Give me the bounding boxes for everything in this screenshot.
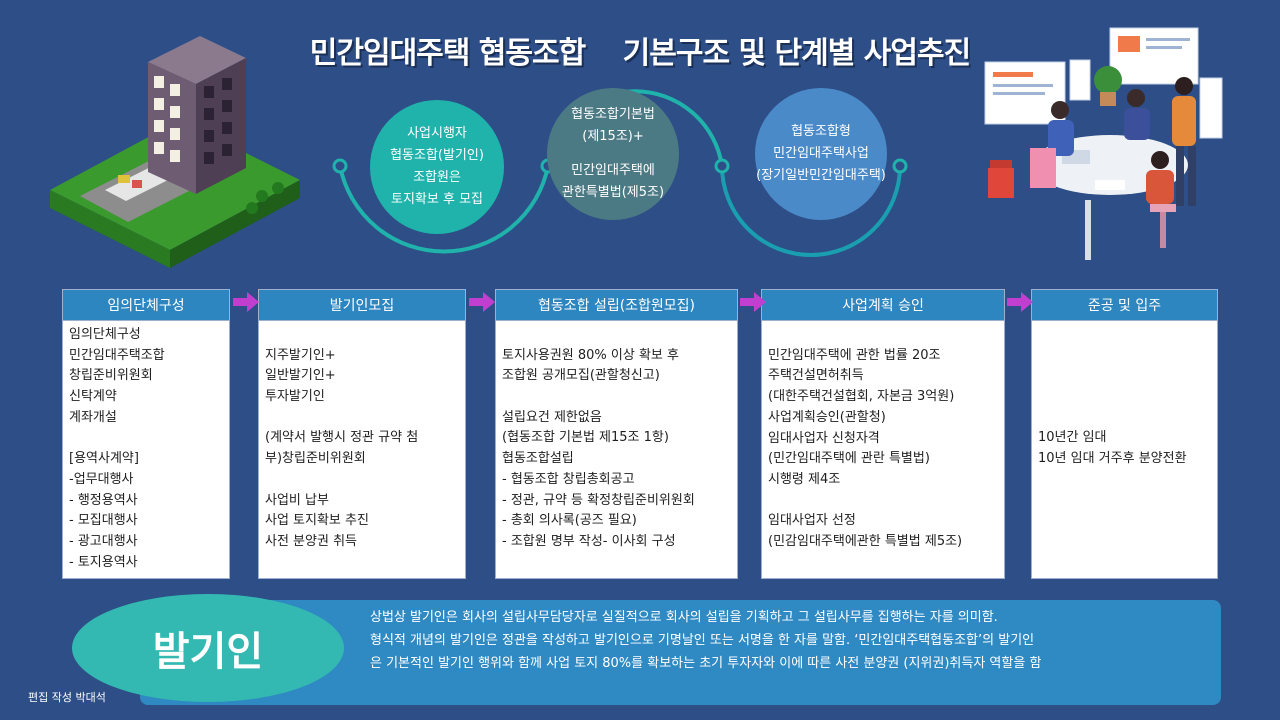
stage-line: 10년 임대 거주후 분양전환 [1038, 451, 1187, 467]
building-illustration [50, 36, 300, 268]
stage-line: [용역사계약] [69, 451, 139, 467]
stage-line [768, 491, 998, 512]
stage-line: 사업계획승인(관할청) [768, 409, 886, 425]
title-part-1: 민간임대주택 협동조합 [309, 36, 586, 71]
circle-line: 민간임대주택사업 [773, 146, 869, 161]
stage-line: 임의단체구성 [69, 327, 141, 342]
stage-line: 10년간 임대 [1038, 430, 1107, 446]
stage-line [1038, 325, 1211, 346]
decorative-illustrations [50, 27, 1223, 268]
circle-line: 민간임대주택에 [571, 163, 655, 178]
stage-line: 설립요건 제한없음 [502, 409, 602, 425]
stage-line: - 모집대행사 [69, 513, 138, 529]
stage-line: - 조합원 명부 작성- 이사회 구성 [502, 534, 676, 549]
circle-line: 협동조합기본법 [571, 107, 655, 122]
stage-line: 계좌개설 [69, 409, 117, 425]
stage-header: 협동조합 설립(조합원모집) [496, 290, 737, 321]
stage-line [265, 325, 459, 346]
stage-line: 창립준비위원회 [69, 368, 153, 384]
stage-line: (계약서 발행시 정관 규약 첨 [265, 430, 419, 446]
stage-body: 10년간 임대 10년 임대 거주후 분양전환 [1032, 321, 1217, 474]
circle-line: 조합원은 [413, 170, 461, 185]
stage-line [768, 325, 998, 346]
stage-line: 임대사업자 신청자격 [768, 430, 880, 446]
stage-line: 투자발기인 [265, 389, 325, 405]
stage-line [69, 429, 223, 450]
stage-line: 사업비 납부 [265, 492, 329, 508]
stage-line: 사업 토지확보 추진 [265, 513, 369, 529]
stage-line: - 정관, 규약 등 확정창립준비위원회 [502, 492, 695, 508]
arrow-right-icon [469, 292, 495, 312]
circle-line: (제15조)+ [582, 129, 644, 144]
stage-line: 일반발기인+ [265, 368, 336, 384]
stage-line: - 토지용역사 [69, 554, 138, 570]
stage-line: 임대사업자 선정 [768, 513, 856, 529]
stage-line [1038, 366, 1211, 387]
stage-line: (협동조합 기본법 제15조 1항) [502, 430, 669, 446]
stage-line: 시행령 제4조 [768, 471, 841, 487]
stage-line: 조합원 공개모집(관할청신고) [502, 368, 660, 384]
stage-line: 토지사용권원 80% 이상 확보 후 [502, 347, 679, 363]
stage-line: 협동조합설립 [502, 451, 574, 467]
stage-line: 민간임대주택에 관한 법률 20조 [768, 347, 941, 363]
title-part-2: 기본구조 및 단계별 사업추진 [622, 36, 972, 71]
definition-line: 상법상 발기인은 회사의 설립사무담당자로 실질적으로 회사의 설립을 기획하고… [370, 610, 998, 625]
definition-line: 형식적 개념의 발기인은 정관을 작성하고 발기인으로 기명날인 또는 서명을 … [370, 633, 1035, 648]
stage-line: - 총회 의사록(공즈 필요) [502, 513, 637, 529]
editor-credit: 편집 작성 박대석 [28, 691, 106, 704]
stage-line: 민간임대주택조합 [69, 347, 165, 363]
stage-line [1038, 346, 1211, 367]
stage-line: 주택건설면허취득 [768, 368, 864, 384]
stage-line: - 광고대행사 [69, 534, 138, 550]
stage-line: 지주발기인+ [265, 347, 336, 363]
page-title: 민간임대주택 협동조합 기본구조 및 단계별 사업추진 [0, 28, 1280, 72]
stage-line: (민간임대주택에 관란 특별법) [768, 451, 930, 467]
circle-line: 협동조합형 [791, 124, 851, 139]
arrow-right-icon [1007, 292, 1033, 312]
stage-line: 부)창립준비위원회 [265, 451, 366, 467]
arrow-right-icon [233, 292, 259, 312]
circle-line: 협동조합(발기인) [390, 148, 484, 163]
stage-header: 준공 및 입주 [1032, 290, 1217, 321]
stage-line [502, 387, 731, 408]
arrow-right-icon [740, 292, 766, 312]
stage-line [1038, 408, 1211, 429]
stage-line [502, 325, 731, 346]
definition-term: 발기인 [72, 594, 344, 702]
stage-line: 신탁계약 [69, 389, 117, 405]
circle-line: 관한특별법(제5조) [561, 185, 665, 200]
definition-line: 은 기본적인 발기인 행위와 함께 사업 토지 80%를 확보하는 초기 투자자… [370, 656, 1042, 671]
stage-header: 임의단체구성 [63, 290, 229, 321]
circle-line: 사업시행자 [407, 126, 467, 141]
meeting-people-illustration [984, 27, 1223, 260]
circle-line: (장기일반민간임대주택) [756, 168, 886, 183]
stage-line [265, 408, 459, 429]
stage-header: 사업계획 승인 [762, 290, 1004, 321]
stage-line: 사전 분양권 취득 [265, 533, 357, 549]
stage-line: (대한주택건설협회, 자본금 3억원) [768, 389, 955, 405]
stage-line: - 행정용역사 [69, 492, 138, 508]
stage-line: - 협동조합 창립총회공고 [502, 471, 635, 487]
stage-5: 준공 및 입주 10년간 임대 10년 임대 거주후 분양전환 [1031, 289, 1218, 579]
circle-line: 토지확보 후 모집 [391, 192, 483, 207]
stage-line [265, 470, 459, 491]
stage-line [1038, 387, 1211, 408]
stage-line: -업무대행사 [69, 471, 134, 487]
stage-header: 발기인모집 [259, 290, 465, 321]
stage-line: (민감임대주택에관한 특별법 제5조) [768, 534, 963, 549]
definition-text: 상법상 발기인은 회사의 설립사무담당자로 실질적으로 회사의 설립을 기획하고… [370, 606, 1210, 675]
